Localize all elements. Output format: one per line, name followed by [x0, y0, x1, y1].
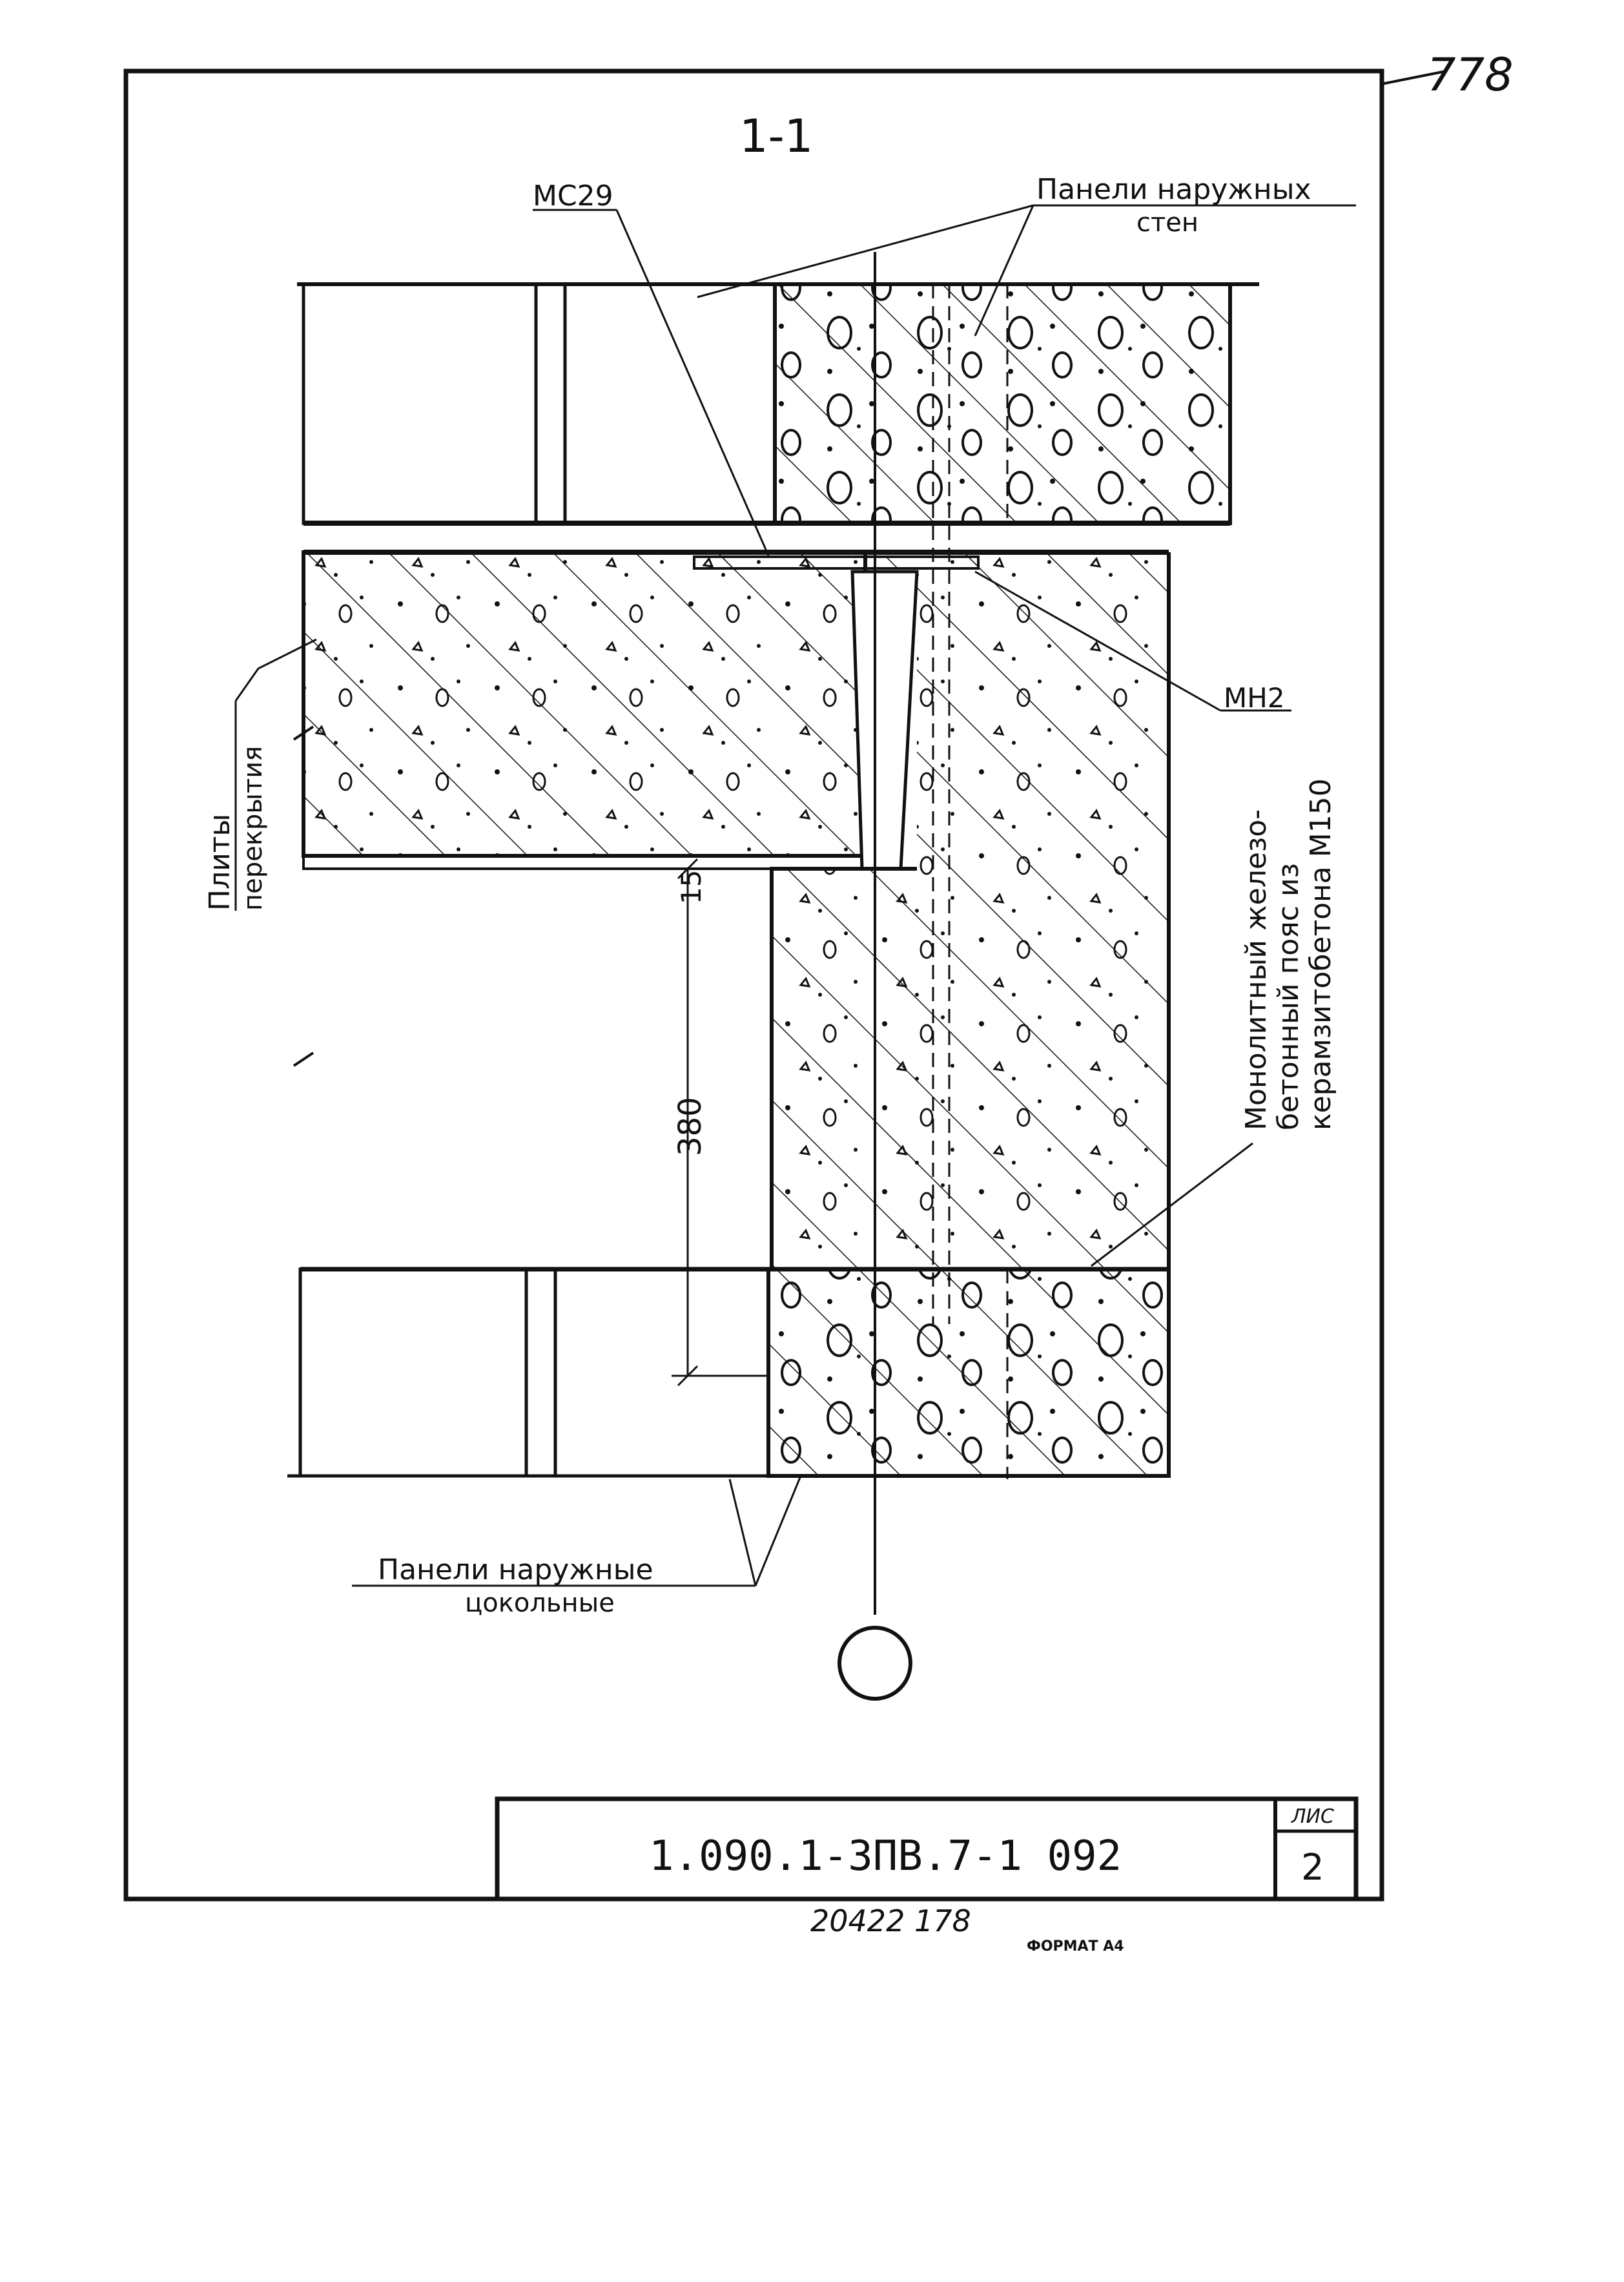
format-label: ФОРМАТ А4 [1027, 1938, 1124, 1955]
leader-plinth-1 [728, 1478, 757, 1586]
designation-code: 1.090.1-3ПВ.7-1 092 [649, 1832, 1122, 1880]
dimension-tick-1 [677, 858, 699, 880]
leader-mn2 [974, 570, 1221, 712]
label-mc29: МС29 [533, 180, 613, 213]
label-plinth-1: Панели наружные [378, 1553, 653, 1586]
sheet-number: 2 [1301, 1847, 1324, 1889]
upper-panel-concrete-fill [775, 284, 1230, 523]
label-outer-wall-2: стен [1136, 208, 1198, 238]
sheet-header-label: ЛИС [1291, 1805, 1334, 1828]
upper-panel-left [302, 282, 538, 525]
plinth-panel-mid [553, 1267, 770, 1478]
leader-slabs [234, 638, 317, 701]
label-mn2: МН2 [1224, 682, 1285, 714]
dimension-gap-text: 15 [675, 870, 707, 904]
floor-slab-fill [303, 552, 865, 856]
label-slabs-1: Плиты [203, 814, 236, 911]
break-mark-1 [293, 725, 314, 741]
monolithic-belt-lower-fill [772, 869, 1169, 1269]
archive-number: 20422 178 [810, 1903, 971, 1938]
leader-outer-wall-1 [697, 204, 1034, 298]
label-plinth-2: цокольные [465, 1588, 615, 1618]
upper-panel-joint [534, 282, 567, 525]
label-outer-wall-1: Панели наружных [1036, 173, 1311, 206]
dimension-height-text: 380 [672, 1097, 708, 1156]
leader-outer-wall-2 [974, 205, 1034, 337]
monolithic-belt-fill [917, 552, 1169, 869]
break-mark-2 [293, 1052, 314, 1067]
corner-mark: 778 [1427, 48, 1514, 101]
plinth-panel-left [298, 1267, 528, 1478]
plinth-panel-joint [524, 1267, 557, 1478]
label-belt-1: Монолитный железо- [1240, 809, 1273, 1130]
leader-belt [1091, 1142, 1253, 1267]
upper-panel-mid [563, 282, 777, 525]
leader-plinth-2 [754, 1475, 802, 1586]
label-slabs-2: перекрытия [238, 746, 268, 911]
axis-marker [838, 1626, 912, 1701]
title-block [495, 1796, 1359, 1902]
frame-top-break [1381, 70, 1447, 85]
plinth-panel-concrete-fill [768, 1269, 1169, 1476]
label-belt-2: бетонный пояс из [1272, 863, 1305, 1130]
leader-mc29 [615, 209, 770, 556]
tapered-joint [850, 570, 919, 871]
label-belt-3: керамзитобетона М150 [1304, 778, 1337, 1130]
section-label: 1-1 [739, 110, 813, 163]
